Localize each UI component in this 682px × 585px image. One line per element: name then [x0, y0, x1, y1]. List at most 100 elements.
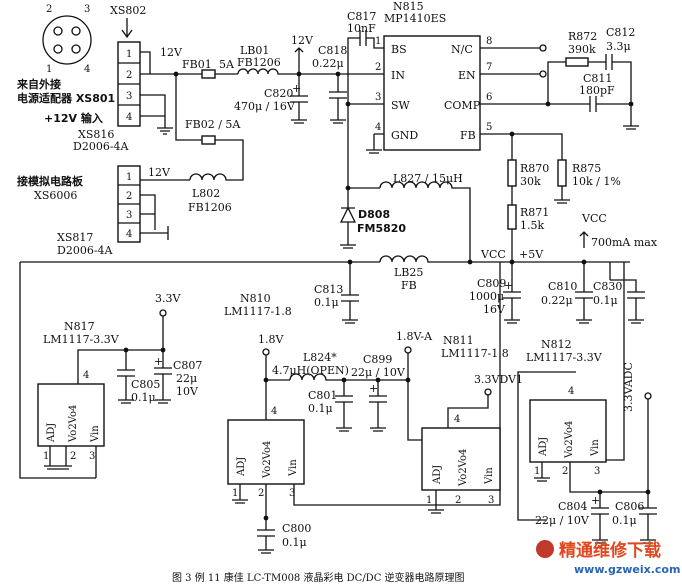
fb01-ref: FB01 — [182, 58, 212, 71]
r871-ref: R871 — [520, 206, 549, 219]
c899-value: 22μ / 10V — [351, 366, 406, 379]
svg-text:3: 3 — [375, 92, 381, 103]
svg-text:4: 4 — [126, 229, 132, 240]
n811-ref: N811 — [443, 334, 474, 347]
n815-pin-nc: N/C — [451, 43, 473, 56]
n811-pin-adj: ADJ — [432, 465, 443, 485]
fb01-value: 5A — [219, 58, 235, 71]
svg-text:+: + — [591, 494, 600, 507]
n811-part: LM1117-1.8 — [441, 347, 509, 360]
c806-value: 0.1μ — [612, 514, 637, 527]
n815-pin-fb: FB — [460, 129, 476, 142]
n817-ref: N817 — [64, 320, 95, 333]
svg-text:2: 2 — [562, 466, 568, 477]
svg-text:+: + — [292, 82, 301, 95]
c807-ref: C807 — [173, 359, 202, 372]
n811-pin-vin: Vin — [484, 467, 495, 485]
svg-text:7: 7 — [486, 62, 492, 73]
lb01-value: FB1206 — [237, 56, 281, 69]
c809-value: 1000μ — [469, 290, 504, 303]
n815-pin-en: EN — [458, 69, 476, 82]
svg-text:+: + — [369, 382, 378, 395]
n815-part: MP1410ES — [384, 12, 446, 25]
svg-text:4: 4 — [271, 406, 277, 417]
n810-pin-vin: Vin — [288, 459, 299, 477]
rail-3v3-label: 3.3V — [155, 292, 181, 305]
xs802-pin-1: 1 — [126, 49, 132, 60]
ic-n815: N815 MP1410ES BS IN SW GND 1 2 3 4 N/C E… — [375, 0, 492, 151]
svg-text:2: 2 — [455, 495, 461, 506]
c804-ref: C804 — [558, 500, 587, 513]
c813-ref: C813 — [314, 283, 343, 296]
l802-ref: L802 — [192, 187, 220, 200]
xs6006-label: XS6006 — [34, 189, 77, 202]
n811-pin-vo: Vo2Vo4 — [458, 449, 469, 487]
connector-xs817: 1 2 3 4 接模拟电路板 XS6006 XS817 D2006-4A — [17, 165, 141, 257]
socket-pin-4: 4 — [84, 64, 90, 75]
l827-label: L827 / 15μH — [393, 172, 463, 185]
source-label: 来自外接 — [16, 77, 61, 91]
svg-text:1: 1 — [534, 466, 540, 477]
c818-ref: C818 — [318, 44, 347, 57]
n810-part: LM1117-1.8 — [224, 305, 292, 318]
svg-text:+: + — [154, 355, 163, 368]
svg-text:+: + — [504, 279, 513, 292]
c809-ref: C809 — [477, 277, 506, 290]
adapter-label: 电源适配器 XS801 — [17, 91, 115, 105]
svg-text:4: 4 — [375, 122, 381, 133]
svg-text:1: 1 — [375, 36, 381, 47]
c805-ref: C805 — [131, 378, 160, 391]
vcc-top-label: VCC — [581, 212, 607, 225]
c807-value: 22μ — [176, 372, 197, 385]
watermark-line1: 精通维修下载 — [559, 540, 661, 561]
n812-part: LM1117-3.3V — [526, 351, 603, 364]
lb01-ref: LB01 — [240, 44, 269, 57]
svg-text:1: 1 — [126, 172, 132, 183]
lb25-value: FB — [401, 279, 417, 292]
svg-text:2: 2 — [258, 488, 264, 499]
r875-value: 10k / 1% — [572, 175, 621, 188]
r875-ref: R875 — [572, 162, 601, 175]
svg-text:4: 4 — [83, 370, 89, 381]
n812-pin-vo: Vo2Vo4 — [564, 421, 575, 459]
svg-text:5: 5 — [486, 122, 492, 133]
socket-pin-3: 3 — [84, 4, 90, 15]
svg-text:3: 3 — [289, 488, 295, 499]
rail-12v-a: 12V — [160, 46, 183, 59]
c801-value: 0.1μ — [308, 402, 333, 415]
rail-1v8-label: 1.8V — [258, 333, 284, 346]
r870-value: 30k — [520, 175, 541, 188]
input-12v-label: +12V 输入 — [44, 111, 103, 125]
n817-pin-vin: Vin — [90, 425, 101, 443]
rail-3v3dv1-label: 3.3VDV1 — [474, 373, 523, 386]
n812-pin-adj: ADJ — [538, 437, 549, 457]
xs817-ref: XS817 — [57, 231, 93, 244]
c800-ref: C800 — [282, 522, 311, 535]
svg-text:4: 4 — [454, 414, 460, 425]
n815-pin-in: IN — [391, 69, 405, 82]
n815-pin-bs: BS — [391, 43, 407, 56]
n817-pin-adj: ADJ — [46, 423, 57, 443]
c801-ref: C801 — [308, 389, 337, 402]
svg-text:1: 1 — [43, 451, 49, 462]
c807-voltage: 10V — [176, 385, 199, 398]
c817-ref: C817 — [347, 10, 376, 23]
n810-ref: N810 — [240, 292, 271, 305]
c820-ref: C820 — [264, 87, 293, 100]
n812-ref: N812 — [541, 338, 572, 351]
xs817-part-no: D2006-4A — [57, 244, 114, 257]
svg-text:3: 3 — [126, 210, 132, 221]
c830-ref: C830 — [593, 280, 622, 293]
r870-ref: R870 — [520, 162, 549, 175]
c820-value: 470μ / 16V — [234, 100, 296, 113]
power-socket-icon: 2 3 1 4 — [42, 4, 92, 75]
xs802-pin-2: 2 — [126, 70, 132, 81]
n810-pin-adj: ADJ — [236, 457, 247, 477]
watermark-line2: www.gzweix.com — [574, 563, 680, 576]
c805-value: 0.1μ — [131, 391, 156, 404]
xs817-desc: 接模拟电路板 — [17, 174, 84, 188]
fb02-label: FB02 / 5A — [185, 118, 241, 131]
svg-text:2: 2 — [126, 191, 132, 202]
